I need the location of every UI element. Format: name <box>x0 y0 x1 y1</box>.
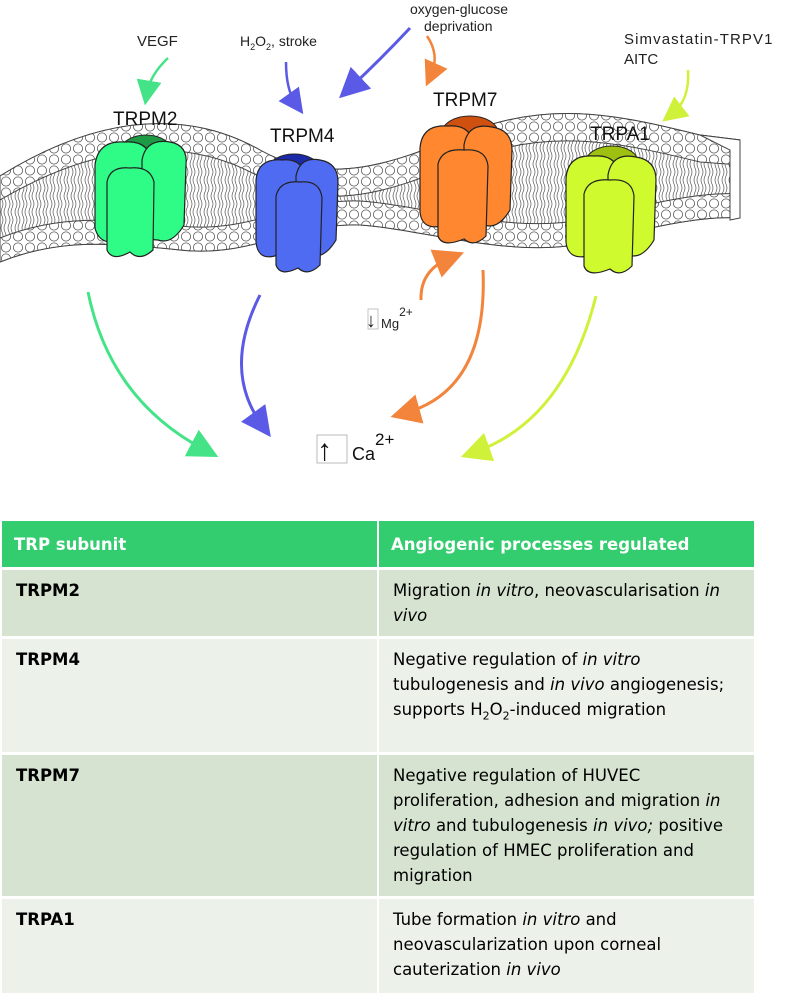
column-header-subunit: TRP subunit <box>2 521 379 569</box>
text-segment: positive regulation of HMEC proliferatio… <box>393 816 724 885</box>
svg-text:Mg2+: Mg2+ <box>381 305 413 331</box>
italic-text: in vitro <box>476 581 535 600</box>
trp-channel-diagram: TRPM2 TRPM4 TRPM7 TRPA1 VEGF H2O2, strok… <box>0 1 774 467</box>
processes-cell: Migration in vitro, neovascularisation i… <box>378 567 756 638</box>
subunit-cell: TRPM7 <box>2 752 379 898</box>
text-segment: , neovascularisation <box>534 581 705 600</box>
angiogenesis-table: TRP subunit Angiogenic processes regulat… <box>2 521 756 993</box>
channel-trpm2 <box>94 134 187 258</box>
stimulus-h2o2-stroke: H2O2, stroke <box>240 33 317 52</box>
up-arrow-icon: ↑ <box>317 434 332 467</box>
label-trpm2: TRPM2 <box>113 109 177 130</box>
svg-text:Ca2+: Ca2+ <box>352 430 394 464</box>
arrow-vegf-to-trpm2 <box>136 57 169 106</box>
text-segment: Negative regulation of HUVEC proliferati… <box>393 766 706 810</box>
arrow-trpm4-to-ca <box>240 294 271 438</box>
arrow-simva-to-trpa1 <box>662 69 690 122</box>
arrow-trpm2-to-ca <box>86 291 219 457</box>
subunit-cell: TRPM2 <box>2 567 379 638</box>
processes-cell: Negative regulation of HUVEC proliferati… <box>378 752 756 898</box>
table-header-row: TRP subunit Angiogenic processes regulat… <box>2 521 756 569</box>
table-row: TRPM7 Negative regulation of HUVEC prolif… <box>2 752 756 898</box>
arrow-ogd-to-trpm7 <box>424 35 448 87</box>
cell-membrane <box>0 112 741 263</box>
arrow-ogd-to-trpm4 <box>339 26 412 99</box>
text-segment: Negative regulation of <box>393 650 583 669</box>
stimulus-ogd-line2: deprivation <box>424 18 493 34</box>
ca-increase-label: ↑ Ca2+ <box>316 430 394 467</box>
italic-text: in vivo <box>393 581 720 625</box>
label-trpm7: TRPM7 <box>433 90 497 111</box>
italic-text: in vitro <box>582 650 641 669</box>
stimulus-ogd-line1: oxygen-glucose <box>410 1 508 17</box>
text-segment: tubulogenesis and <box>393 675 551 694</box>
angiogenesis-table-wrapper: TRP subunit Angiogenic processes regulat… <box>2 521 756 993</box>
italic-text: in vivo <box>550 675 605 694</box>
down-arrow-icon: ↓ <box>366 310 376 332</box>
subscript-text: 2 <box>502 709 510 723</box>
italic-text: in vivo <box>506 960 561 979</box>
arrow-h2o2-to-trpm4 <box>278 61 304 115</box>
arrow-mg-to-trpm7 <box>419 249 464 301</box>
arrow-trpm7-to-ca <box>390 269 485 424</box>
stimulus-simva-line2: AITC <box>624 51 658 68</box>
text-segment: -induced migration <box>509 700 667 719</box>
subscript-text: 2 <box>482 709 490 723</box>
text-segment: Migration <box>393 581 477 600</box>
mg-decrease-label: ↓ Mg2+ <box>366 305 413 332</box>
processes-cell: Tube formation in vitro and neovasculari… <box>378 896 756 993</box>
text-segment: angiogenesis; supports H <box>393 675 725 719</box>
italic-text: in vitro <box>522 910 581 929</box>
column-header-processes: Angiogenic processes regulated <box>378 521 756 569</box>
text-segment: and neovascularization upon corneal caut… <box>393 910 662 979</box>
subunit-cell: TRPA1 <box>2 896 379 993</box>
italic-text: in vivo; <box>593 816 654 835</box>
channel-trpa1 <box>565 145 657 274</box>
subunit-cell: TRPM4 <box>2 636 379 754</box>
channel-trpm7 <box>419 115 513 244</box>
stimulus-vegf: VEGF <box>137 33 178 50</box>
text-segment: and tubulogenesis <box>430 816 594 835</box>
stimulus-simva-line1: Simvastatin-TRPV1 <box>624 31 774 48</box>
arrow-trpa1-to-ca <box>460 295 598 462</box>
label-trpm4: TRPM4 <box>270 126 335 147</box>
label-trpa1: TRPA1 <box>590 124 650 145</box>
text-segment: Tube formation <box>393 910 523 929</box>
processes-cell: Negative regulation of in vitro tubuloge… <box>378 636 756 754</box>
channel-trpm4 <box>255 153 339 273</box>
italic-text: in vitro <box>393 791 721 835</box>
text-segment: O <box>489 700 503 719</box>
